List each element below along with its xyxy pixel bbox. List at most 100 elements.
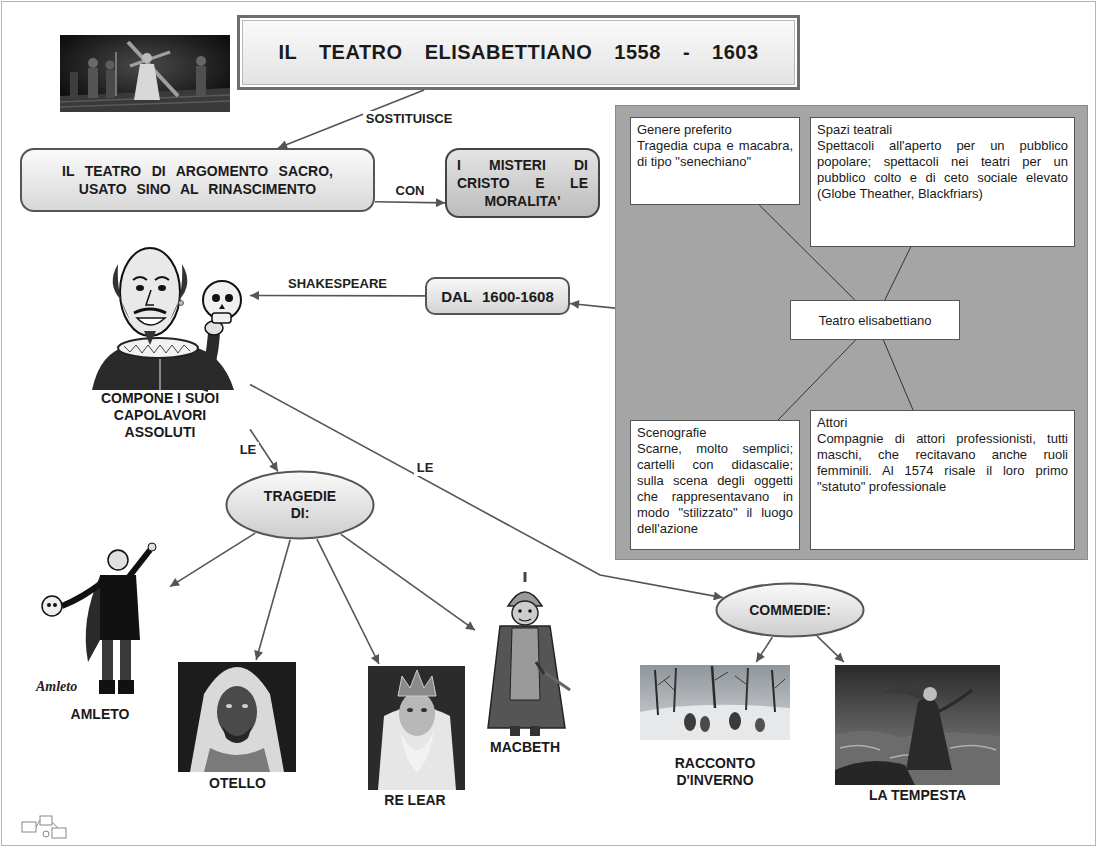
shakespeare-cartoon (144, 331, 156, 345)
shakespeare-cartoon (134, 309, 166, 313)
tempest-photo (835, 665, 1000, 785)
category-ellipse: COMMEDIE: (715, 582, 865, 638)
stage-photo (106, 61, 115, 70)
hamlet-figure (42, 596, 62, 616)
shakespeare-cartoon (120, 248, 180, 336)
shakespeare-cartoon (170, 264, 187, 320)
tempest-photo (938, 690, 972, 712)
caption-text: RACCONTO D'INVERNO (655, 755, 775, 789)
software-logo (40, 816, 52, 825)
othello-photo (178, 662, 296, 772)
concept-box: I MISTERI DI CRISTO E LE MORALITA' (445, 148, 600, 218)
tempest-photo (880, 687, 924, 700)
othello-photo (222, 726, 252, 743)
winter-photo (674, 668, 676, 712)
tempest-photo (835, 665, 1000, 785)
stage-photo (88, 68, 98, 98)
macbeth-figure (510, 628, 540, 700)
othello-photo (204, 748, 270, 772)
stage-photo (60, 35, 230, 112)
macbeth-figure (488, 572, 570, 736)
stage-photo (142, 53, 152, 63)
hamlet-figure (107, 551, 129, 558)
concept-box: IL TEATRO DI ARGOMENTO SACRO, USATO SINO… (20, 148, 375, 212)
stage-photo (196, 56, 206, 66)
macbeth-figure (530, 726, 540, 736)
shakespeare-cartoon (113, 264, 130, 320)
lear-photo (421, 708, 427, 712)
node-text: Attori (817, 415, 1068, 431)
stage-photo (88, 58, 98, 68)
stage-photo (60, 101, 230, 107)
center-box: Teatro elisabettiano (790, 300, 960, 340)
software-logo (36, 820, 58, 828)
macbeth-figure (528, 609, 532, 613)
node-text: DAL 1600-1608 (441, 288, 553, 305)
hamlet-figure (128, 550, 150, 578)
date-box: DAL 1600-1608 (425, 277, 570, 315)
connector (570, 303, 615, 308)
winter-photo (712, 666, 715, 708)
shakespeare-figure: COMPONE I SUOI CAPOLAVORI ASSOLUTI (70, 230, 250, 441)
node-body-text: Tragedia cupa e macabra, di tipo "senech… (637, 138, 793, 170)
hamlet-figure (42, 543, 156, 694)
othello-photo (226, 704, 232, 708)
play-picture: OTELLO (175, 660, 300, 792)
software-logo (43, 831, 49, 837)
caption-text: MACBETH (475, 739, 575, 756)
hamlet-figure (53, 603, 57, 607)
caption-text: AMLETO (30, 706, 170, 723)
node-text: IL TEATRO ELISABETTIANO 1558 - 1603 (278, 41, 758, 64)
winter-photo (700, 716, 710, 732)
macbeth-figure (512, 601, 538, 625)
handwritten-label: Amleto (36, 679, 77, 695)
connector (883, 340, 913, 410)
node-body-text: Spettacoli all'aperto per un pubblico po… (817, 138, 1068, 202)
ellipse-shape (227, 472, 374, 539)
macbeth-figure (518, 609, 522, 613)
connector (756, 637, 772, 662)
macbeth-figure (524, 572, 527, 582)
node-text: IL TEATRO DI ARGOMENTO SACRO, USATO SINO… (62, 162, 333, 198)
winter-photo (755, 718, 765, 732)
edge-label: SHAKESPEARE (285, 276, 390, 292)
connector (341, 534, 475, 630)
shakespeare-cartoon (225, 294, 233, 302)
tempest-photo (923, 687, 937, 701)
software-logo (22, 816, 66, 838)
stage-photo (196, 66, 206, 96)
winter-photo (655, 670, 658, 715)
title-box: IL TEATRO ELISABETTIANO 1558 - 1603 (237, 15, 800, 90)
stage-photo (60, 35, 230, 112)
shakespeare-cartoon (133, 277, 147, 280)
node-body-text: Compagnie di attori professionisti, tutt… (817, 431, 1068, 495)
lear-photo (407, 708, 413, 712)
hamlet-figure (102, 640, 113, 684)
shakespeare-cartoon (92, 248, 241, 390)
software-logo (22, 822, 36, 832)
shakespeare-cartoon (212, 313, 231, 323)
othello-photo (178, 662, 296, 772)
shakespeare-cartoon (124, 345, 190, 353)
hamlet-figure (148, 543, 156, 551)
stage-photo (106, 70, 115, 98)
node-text: Genere preferito (637, 122, 793, 138)
lear-photo (368, 666, 465, 790)
shakespeare-cartoon (118, 338, 198, 358)
macbeth-figure (519, 619, 531, 621)
shakespeare-cartoon (146, 290, 154, 305)
macbeth-figure (536, 662, 544, 674)
play-picture: MACBETH (475, 576, 575, 756)
hamlet-figure (47, 603, 51, 607)
winter-photo (640, 705, 790, 740)
lear-photo (399, 692, 435, 736)
winter-photo (684, 713, 696, 731)
software-logo (52, 828, 66, 838)
connector (817, 636, 844, 662)
category-ellipse: TRAGEDIE DI: (225, 470, 375, 540)
